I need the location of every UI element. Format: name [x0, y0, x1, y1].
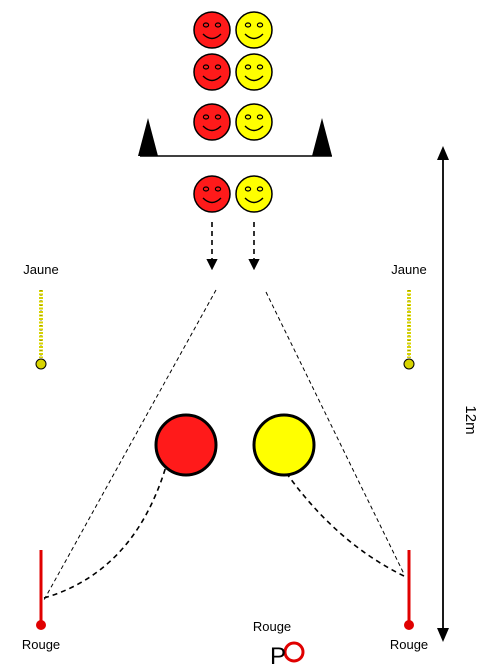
curve-arrow-right [274, 456, 405, 577]
distance-measure [437, 146, 449, 642]
start-line [138, 118, 332, 157]
coach-letter: P [270, 643, 286, 666]
return-arrows [43, 449, 405, 599]
pole-rouge-right [404, 550, 414, 630]
label-jaune-left: Jaune [23, 262, 58, 277]
player-red-1 [193, 11, 231, 49]
player-yellow-3 [235, 103, 273, 141]
label-rouge-center: Rouge [253, 619, 291, 634]
cone-left-icon [138, 118, 158, 156]
player-red-active [193, 175, 231, 213]
label-jaune-right: Jaune [391, 262, 426, 277]
waiting-players [193, 11, 273, 141]
player-red-3 [193, 103, 231, 141]
target-yellow [252, 413, 316, 477]
diagonal-paths [43, 289, 405, 601]
pole-rouge-left [36, 550, 46, 630]
pole-jaune-left [35, 290, 47, 370]
distance-label: 12m [462, 405, 479, 434]
pole-jaune-right [403, 290, 415, 370]
player-yellow-2 [235, 53, 273, 91]
player-yellow-1 [235, 11, 273, 49]
label-rouge-left: Rouge [22, 637, 60, 652]
curve-arrow-left [43, 449, 174, 599]
path-left-diagonal [43, 289, 217, 601]
player-red-2 [193, 53, 231, 91]
cone-right-icon [312, 118, 332, 156]
whistle-icon [283, 641, 305, 663]
player-yellow-active [235, 175, 273, 213]
target-red [154, 413, 218, 477]
run-arrows [206, 222, 260, 271]
label-rouge-right: Rouge [390, 637, 428, 652]
path-right-diagonal [265, 291, 405, 575]
active-players [193, 175, 273, 213]
